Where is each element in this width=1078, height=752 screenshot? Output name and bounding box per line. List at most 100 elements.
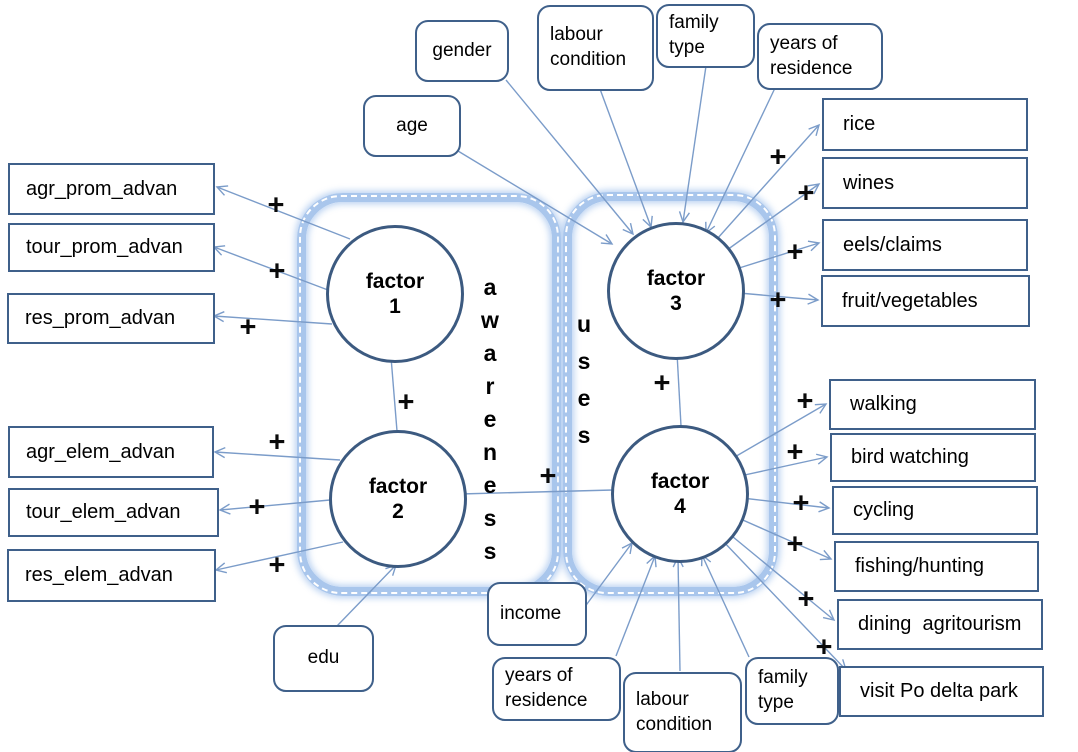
node-fishing-hunting: fishing/hunting bbox=[834, 541, 1039, 592]
edge-factor3-rice bbox=[716, 123, 821, 240]
edge-factor2-factor4 bbox=[459, 489, 614, 495]
node-label: tour_prom_advan bbox=[26, 236, 183, 258]
factor-word: factor bbox=[368, 474, 428, 498]
edge-factor3-factor4 bbox=[676, 352, 682, 427]
node-label: res_prom_advan bbox=[25, 307, 176, 329]
edge-age-factor3 bbox=[457, 150, 614, 245]
plus-sign: + bbox=[769, 141, 787, 174]
factor-word: factor bbox=[646, 266, 706, 290]
factor-number: 4 bbox=[674, 495, 686, 518]
node-label: dining agritourism bbox=[858, 613, 1022, 635]
node-label: gender bbox=[432, 39, 492, 61]
factor-word: factor bbox=[650, 469, 710, 493]
plus-sign: + bbox=[797, 583, 815, 616]
edge-factor1-agr-prom bbox=[215, 185, 351, 240]
node-label: income bbox=[500, 602, 562, 624]
node-years-of-residence-bottom: years of residence bbox=[492, 657, 621, 721]
edge-income-factor4 bbox=[583, 541, 633, 609]
edge-factor1-tour-prom bbox=[212, 245, 329, 291]
node-agr-elem-advan: agr_elem_advan bbox=[8, 426, 214, 478]
node-label: res_elem_advan bbox=[25, 564, 173, 586]
node-age: age bbox=[363, 95, 461, 157]
plus-sign: + bbox=[653, 367, 671, 400]
plus-sign: + bbox=[786, 436, 804, 469]
plus-sign: + bbox=[792, 487, 810, 520]
plus-sign: + bbox=[248, 491, 266, 524]
group-uses-frame bbox=[563, 192, 778, 596]
node-label: edu bbox=[307, 647, 340, 669]
node-gender: gender bbox=[415, 20, 509, 82]
edge-factor1-res-prom bbox=[212, 311, 333, 325]
edge-years-top-factor3 bbox=[705, 87, 776, 235]
plus-sign: + bbox=[397, 386, 415, 419]
node-labour-condition-top: labour condition bbox=[537, 5, 654, 91]
edge-years-bottom-factor4 bbox=[615, 554, 657, 657]
node-agr-prom-advan: agr_prom_advan bbox=[8, 163, 215, 215]
node-label: bird watching bbox=[851, 446, 969, 468]
factor-number: 2 bbox=[392, 500, 404, 523]
plus-sign: + bbox=[268, 426, 286, 459]
edge-factor3-wines bbox=[726, 183, 821, 251]
node-family-type-top: family type bbox=[656, 4, 755, 68]
edge-factor4-bird bbox=[739, 453, 829, 477]
plus-sign: + bbox=[267, 189, 285, 222]
plus-sign: + bbox=[268, 255, 286, 288]
edge-family-top-factor3 bbox=[678, 65, 707, 224]
plus-sign: + bbox=[797, 177, 815, 210]
plus-sign: + bbox=[786, 528, 804, 561]
plus-sign: + bbox=[539, 460, 557, 493]
factor-number: 3 bbox=[670, 292, 682, 315]
node-walking: walking bbox=[829, 379, 1036, 430]
node-rice: rice bbox=[822, 98, 1028, 151]
node-label: fishing/hunting bbox=[855, 555, 984, 577]
node-label: labour condition bbox=[550, 24, 627, 70]
node-tour-elem-advan: tour_elem_advan bbox=[8, 488, 219, 537]
node-years-of-residence-top: years of residence bbox=[757, 23, 883, 90]
plus-sign: + bbox=[268, 549, 286, 582]
node-wines: wines bbox=[822, 157, 1028, 209]
group-awareness-frame bbox=[297, 193, 561, 596]
edge-factor3-fruit bbox=[738, 292, 820, 305]
node-label: labour condition bbox=[636, 688, 713, 735]
edge-factor4-cycling bbox=[741, 497, 831, 513]
edge-gender-factor3 bbox=[505, 79, 634, 236]
node-label: years of residence bbox=[770, 32, 853, 79]
node-label: eels/claims bbox=[843, 233, 942, 256]
group-uses-label: uses bbox=[571, 311, 597, 459]
node-label: walking bbox=[850, 393, 917, 415]
node-label: agr_prom_advan bbox=[26, 177, 178, 200]
edge-factor1-factor2 bbox=[390, 356, 398, 432]
node-fruit-vegetables: fruit/vegetables bbox=[821, 275, 1030, 327]
group-awareness-label: awareness bbox=[477, 274, 503, 571]
node-label: agr_elem_advan bbox=[26, 440, 175, 463]
node-res-prom-advan: res_prom_advan bbox=[7, 293, 215, 344]
plus-sign: + bbox=[815, 631, 833, 664]
edge-factor4-walking bbox=[732, 403, 828, 459]
node-label: tour_elem_advan bbox=[26, 501, 181, 523]
node-income: income bbox=[487, 582, 587, 646]
edge-labour-bottom-factor4 bbox=[672, 555, 684, 672]
node-label: rice bbox=[843, 113, 876, 135]
plus-sign: + bbox=[786, 236, 804, 269]
node-dining-agritourism: dining agritourism bbox=[837, 599, 1043, 650]
node-label: visit Po delta park bbox=[860, 680, 1018, 702]
node-label: cycling bbox=[853, 499, 915, 521]
edge-labour-top-factor3 bbox=[599, 88, 653, 229]
node-tour-prom-advan: tour_prom_advan bbox=[8, 223, 215, 272]
node-label: family type bbox=[758, 667, 808, 713]
edge-factor2-agr-elem bbox=[213, 447, 341, 461]
node-res-elem-advan: res_elem_advan bbox=[7, 549, 216, 602]
plus-sign: + bbox=[769, 284, 787, 317]
factor-number: 1 bbox=[389, 295, 401, 318]
edge-edu-factor2 bbox=[336, 563, 398, 627]
